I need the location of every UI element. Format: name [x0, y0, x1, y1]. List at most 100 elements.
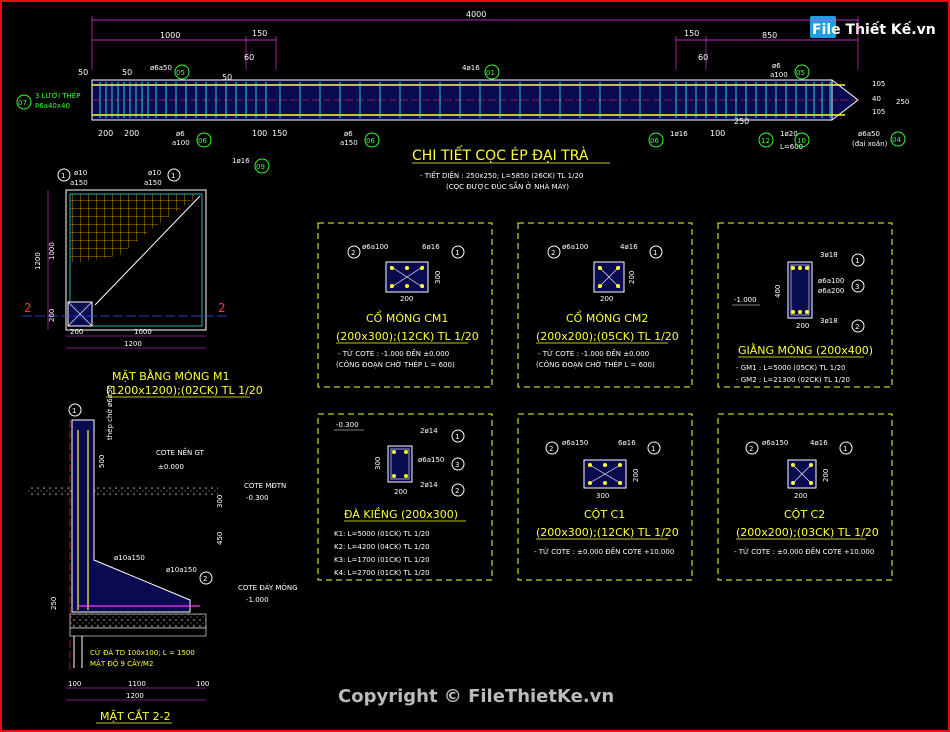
cm1-c2: 2 — [351, 249, 355, 257]
c2-h: 200 — [822, 469, 830, 482]
label-12: 12 — [761, 137, 770, 145]
c1-h: 200 — [632, 469, 640, 482]
label-1p16b: 1ø16 — [670, 130, 688, 138]
label-luoi2: Þ6a40x40 — [35, 102, 70, 110]
sec-c1: 1 — [72, 407, 76, 415]
gm-c1: 1 — [855, 257, 859, 265]
dim-105b: 105 — [872, 108, 885, 116]
c1-n1: - TỪ COTE : ±0.000 ĐẾN COTE +10.000 — [534, 546, 674, 556]
dim-200a: 200 — [98, 129, 113, 138]
label-6rb: a100 — [770, 71, 788, 79]
dim-1000: 1000 — [160, 31, 180, 40]
gm-s2: ø6a100 — [818, 277, 844, 285]
plan-d1000: 1000 — [134, 328, 152, 336]
plan-sec-left: 2 — [24, 301, 32, 315]
c1-title: CỘT C1 — [584, 508, 625, 521]
sec-d250: 250 — [50, 597, 58, 610]
c1-c1: 1 — [651, 445, 655, 453]
cm2-n1: - TỪ COTE : -1.000 ĐẾN ±0.000 — [538, 348, 649, 358]
pile-sub1: - TIẾT DIỆN : 250x250; L=5850 (26CK) TL … — [420, 170, 583, 180]
sec-thep: thép chờ ø6a50 — [106, 385, 114, 440]
sec-d1100: 1100 — [128, 680, 146, 688]
section-22: 1 thép chờ ø6a50 500 COTE NỀN GT ±0.000 … — [28, 385, 298, 724]
panel-cm1: 2 ø6a100 6ø16 1 200 300 CỔ MÓNG CM1 (200… — [317, 222, 493, 388]
label-07: 07 — [18, 99, 27, 107]
plan-sub: (1200x1200);(02CK) TL 1/20 — [106, 384, 263, 397]
label-L600: L=600 — [780, 143, 803, 151]
cm2-c2: 2 — [551, 249, 555, 257]
cm1-n1: - TỪ COTE : -1.000 ĐẾN ±0.000 — [338, 348, 449, 358]
label-6a50: ø6a50 — [150, 64, 172, 72]
cm1-title: CỔ MÓNG CM1 — [366, 310, 448, 325]
c2-title: CỘT C2 — [784, 508, 825, 521]
plan-p10b: ø10 — [148, 169, 161, 177]
panel-da-kieng: -0.300 2ø14 1 ø6a150 3 2ø14 2 200 300 ĐÀ… — [317, 413, 493, 581]
label-6a100b: a100 — [172, 139, 190, 147]
cm2-s1: ø6a100 — [562, 243, 588, 251]
label-09: 09 — [256, 163, 265, 171]
panel-cm2: 2 ø6a100 4ø16 1 200 200 CỔ MÓNG CM2 (200… — [517, 222, 693, 388]
dim-250v: 250 — [896, 98, 909, 106]
panel-cot-c2: 2 ø6a150 4ø16 1 200 200 CỘT C2 (200x200)… — [717, 413, 893, 581]
plan-d1200: 1200 — [124, 340, 142, 348]
plan-sec-right: 2 — [218, 301, 226, 315]
plan-c1a: 1 — [61, 172, 65, 180]
dim-total: 4000 — [466, 10, 486, 19]
label-4p16: 4ø16 — [462, 64, 480, 72]
label-04: 04 — [892, 136, 901, 144]
dk-title: ĐÀ KIỀNG (200x300) — [344, 507, 458, 521]
c2-c1: 1 — [843, 445, 847, 453]
dim-60a: 60 — [244, 53, 254, 62]
gm-l2: - GM2 : L=21300 (02CK) TL 1/20 — [736, 376, 850, 384]
plan-p10b2: a150 — [144, 179, 162, 187]
dk-l3: K3: L=1700 (01CK) TL 1/20 — [334, 556, 430, 564]
c1-c2: 2 — [549, 445, 553, 453]
cm1-h: 300 — [434, 271, 442, 284]
sec-d450: 450 — [216, 532, 224, 545]
c2-w: 200 — [794, 492, 807, 500]
cm1-w: 200 — [400, 295, 413, 303]
cm1-s1: ø6a100 — [362, 243, 388, 251]
dk-s1: 2ø14 — [420, 427, 438, 435]
dim-850: 850 — [762, 31, 777, 40]
cm2-n2: (CÔNG ĐOẠN CHỜ THÉP L = 600) — [536, 360, 655, 369]
dk-c3: 3 — [455, 461, 459, 469]
dim-200b: 200 — [124, 129, 139, 138]
label-6r: ø6 — [772, 62, 781, 70]
dim-150b: 150 — [684, 29, 699, 38]
plan-m1: 2 2 1 ø10 a150 ø10 a150 1 1200 1000 200 … — [22, 168, 263, 398]
pile-title: CHI TIẾT CỌC ÉP ĐẠI TRÀ — [412, 145, 589, 164]
label-luoi: 3 LƯỚI THÉP — [35, 91, 80, 100]
sec-title: MẶT CẮT 2-2 — [100, 709, 171, 723]
c1-w: 300 — [596, 492, 609, 500]
plan-d1200v: 1200 — [34, 252, 42, 270]
cm2-c1: 1 — [653, 249, 657, 257]
label-6a50r: ø6a50 — [858, 130, 880, 138]
sec-cote-mtn-v: -0.300 — [246, 494, 269, 502]
dim-150a: 150 — [252, 29, 267, 38]
cm2-size: (200x200);(05CK) TL 1/20 — [536, 330, 679, 343]
c1-s1: ø6a150 — [562, 439, 588, 447]
dk-c2: 2 — [455, 487, 459, 495]
label-06c: 06 — [650, 137, 659, 145]
pile-sub2: (CỌC ĐƯỢC ĐÚC SẴN Ở NHÀ MÁY) — [446, 181, 569, 191]
dim-50c: 50 — [222, 73, 232, 82]
panel-giang-mong: 3ø18 1 ø6a100 ø6a200 3 3ø18 2 200 400 -1… — [717, 222, 893, 388]
dk-c1: 1 — [455, 433, 459, 441]
gm-s4: 3ø18 — [820, 317, 838, 325]
plan-d200: 200 — [70, 328, 83, 336]
logo: File Thiết Kế.vn — [810, 16, 936, 38]
sec-matdo: MẬT ĐỘ 9 CÂY/M2 — [90, 659, 153, 668]
dk-s3: 2ø14 — [420, 481, 438, 489]
sec-d1200: 1200 — [126, 692, 144, 700]
sec-cote-day-v: -1.000 — [246, 596, 269, 604]
plan-d200v: 200 — [48, 309, 56, 322]
dim-40: 40 — [872, 95, 881, 103]
panel-cot-c1: 2 ø6a150 6ø16 1 300 200 CỘT C1 (200x300)… — [517, 413, 693, 581]
cm1-c1: 1 — [455, 249, 459, 257]
gm-w: 200 — [796, 322, 809, 330]
dk-l2: K2: L=4200 (04CK) TL 1/20 — [334, 543, 430, 551]
sec-cote-nen-v: ±0.000 — [158, 463, 184, 471]
sec-d100a: 100 — [68, 680, 81, 688]
dim-100a: 100 — [252, 129, 267, 138]
